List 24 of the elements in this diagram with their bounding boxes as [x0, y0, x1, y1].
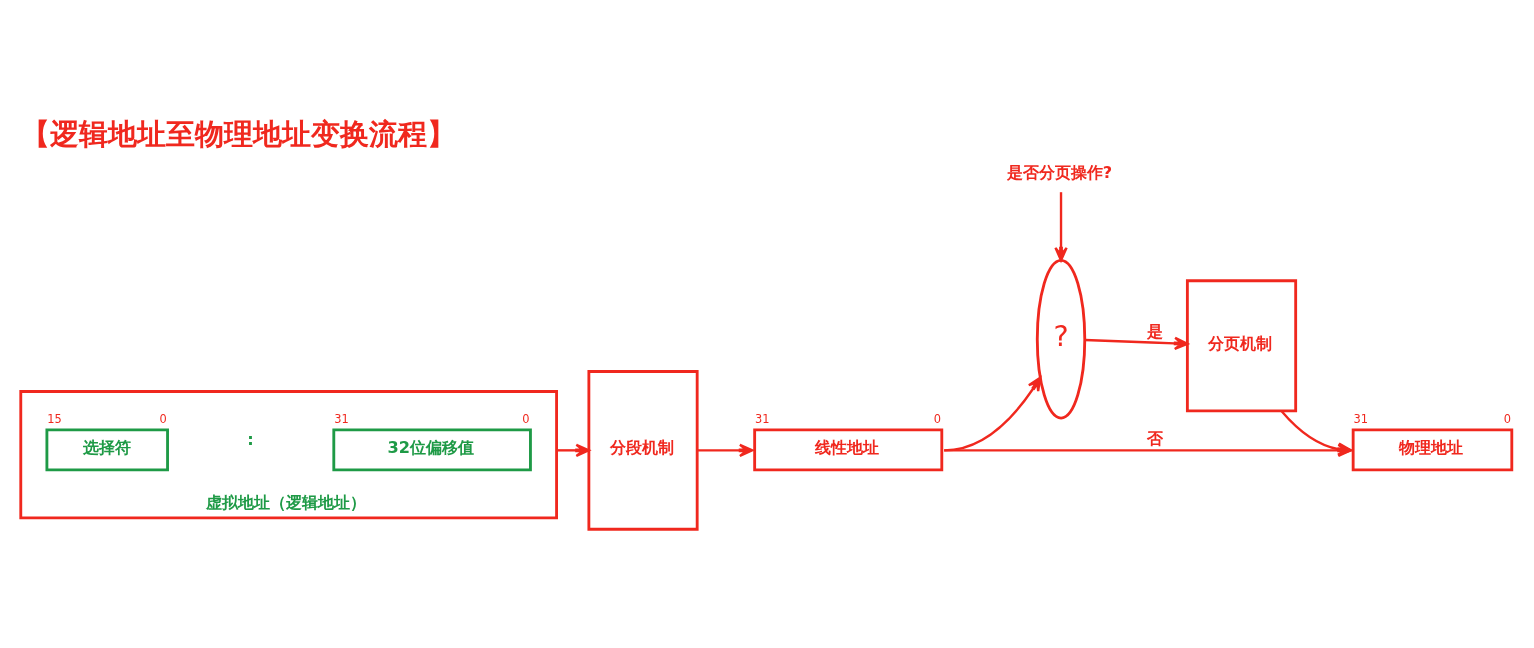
node-label: 0 — [933, 412, 941, 427]
node-box: 32位偏移值 — [332, 428, 532, 472]
node-box: 选择符 — [45, 428, 169, 472]
node-box: 分页机制 — [1185, 279, 1298, 413]
node-box: 分段机制 — [587, 370, 699, 531]
edge-label: 否 — [1146, 429, 1163, 449]
node-label: 31 — [334, 412, 349, 427]
node-label: 15 — [47, 412, 62, 427]
node-text: 是否分页操作? — [1006, 162, 1113, 182]
arrow — [697, 443, 754, 458]
label: : — [247, 429, 254, 449]
arrow — [1054, 192, 1068, 262]
node-label: 0 — [1503, 412, 1511, 427]
node-box: 线性地址 — [753, 428, 944, 472]
node-label: 0 — [159, 412, 167, 427]
arrow — [1084, 336, 1189, 351]
node-ellipse: ? — [1035, 258, 1087, 420]
arrow — [556, 443, 590, 458]
node-label: 31 — [755, 412, 770, 427]
node-label: 31 — [1353, 412, 1369, 427]
node-box: 物理地址 — [1351, 428, 1514, 472]
diagram-title: 【逻辑地址至物理地址变换流程】 — [20, 118, 456, 152]
node-label: 0 — [522, 412, 530, 427]
edge-label: 是 — [1146, 321, 1163, 341]
